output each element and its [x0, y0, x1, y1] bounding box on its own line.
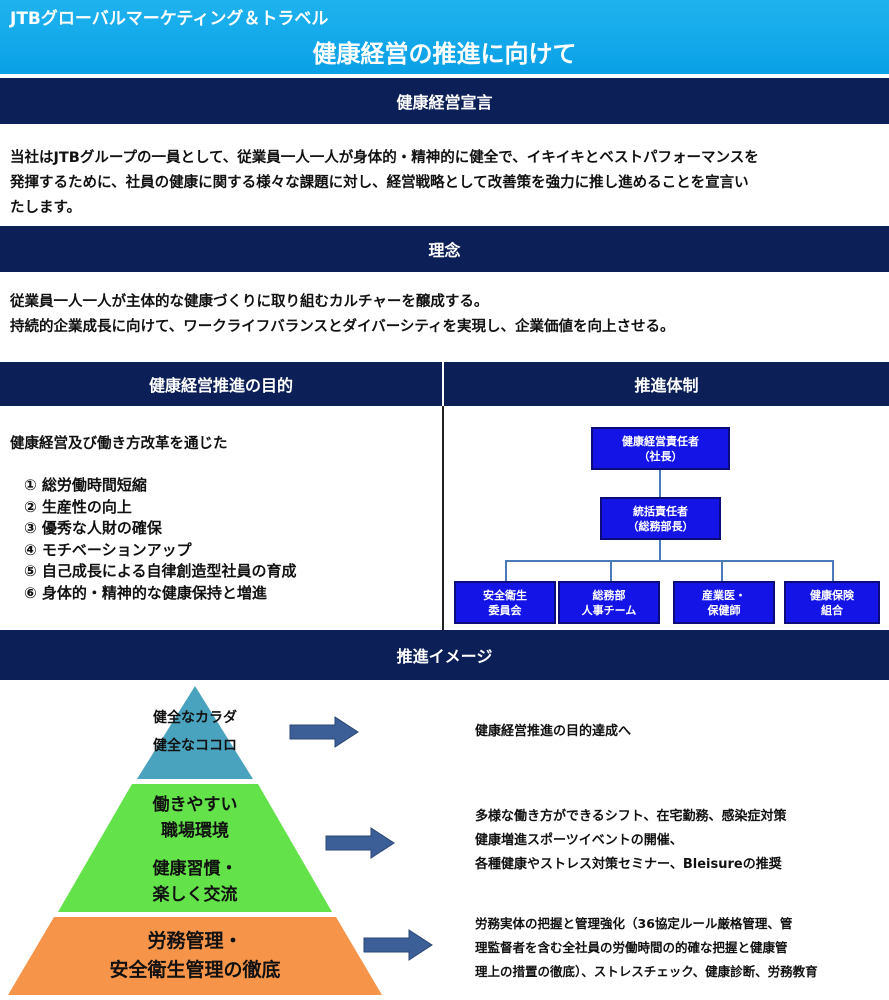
goal-item: ③ 優秀な人財の確保 [24, 519, 162, 537]
description-middle: 多様な働き方ができるシフト、在宅勤務、感染症対策 健康増進スポーツイベントの開催… [475, 805, 786, 877]
goal-list: ① 総労働時間短縮 ② 生産性の向上 ③ 優秀な人財の確保 ④ モチベーションア… [24, 475, 296, 604]
org-connector [610, 560, 612, 582]
arrow-right-icon [325, 827, 395, 859]
arrow-right-icon [363, 929, 433, 961]
purpose-heading-text: 健康経営推進の目的 [148, 376, 293, 395]
tier-bottom-label: 労務管理・ 安全衛生管理の徹底 [45, 927, 345, 985]
org-box-label: 健康保険 [810, 588, 854, 602]
goal-item: ① 総労働時間短縮 [24, 476, 147, 494]
pyramid-tier-bottom [8, 917, 382, 995]
org-box-general-manager: 統括責任者 （総務部長） [600, 497, 721, 540]
structure-heading: 推進体制 [444, 362, 889, 406]
org-connector [659, 540, 661, 560]
org-connector [721, 560, 723, 582]
goal-item: ④ モチベーションアップ [24, 540, 192, 559]
tier-label-line: 健全なココロ [153, 738, 237, 754]
column-divider [442, 406, 444, 630]
tier-label-line: 働きやすい [152, 795, 238, 815]
page-title: 健康経営の推進に向けて [312, 40, 577, 68]
description-line: 多様な働き方ができるシフト、在宅勤務、感染症対策 [475, 809, 787, 824]
philosophy-heading: 理念 [0, 226, 889, 272]
description-line: 労務実体の把握と管理強化（36協定ルール厳格管理、管 [475, 916, 793, 931]
company-name: JTBグローバルマーケティング＆トラベル [10, 9, 329, 29]
declaration-text: 当社はJTBグループの一員として、従業員一人一人が身体的・精神的に健全で、イキイ… [10, 146, 759, 221]
org-box-health-insurance: 健康保険 組合 [784, 581, 880, 624]
pyramid-tier-middle [58, 784, 332, 912]
org-box-safety-committee: 安全衛生 委員会 [454, 581, 556, 624]
image-heading: 推進イメージ [0, 630, 889, 680]
arrow-right-icon [289, 716, 359, 748]
org-box-industrial-physician: 産業医・ 保健師 [673, 581, 775, 624]
philosophy-line: 持続的企業成長に向けて、ワークライフバランスとダイバーシティを実現し、企業価値を… [10, 319, 675, 335]
tier-middle-label-upper: 働きやすい 職場環境 [95, 792, 295, 844]
description-top: 健康経営推進の目的達成へ [475, 720, 631, 744]
goal-item: ⑥ 身体的・精神的な健康保持と増進 [24, 583, 267, 602]
org-box-label: 総務部 [592, 588, 626, 602]
org-box-sublabel: 保健師 [707, 603, 741, 617]
description-line: 理監督者を含む全社員の労働時間の的確な把握と健康管 [475, 940, 788, 955]
goal-item: ② 生産性の向上 [24, 497, 132, 516]
tier-label-line: 健康習慣・ [152, 859, 238, 879]
declaration-line: たします。 [10, 200, 82, 216]
declaration-heading-text: 健康経営宣言 [396, 93, 493, 112]
purpose-intro: 健康経営及び働き方改革を通じた [10, 436, 228, 452]
org-box-sublabel: （社長） [638, 449, 683, 463]
org-box-label: 健康経営責任者 [622, 434, 699, 448]
org-box-hr-team: 総務部 人事チーム [558, 581, 660, 624]
declaration-line: 当社はJTBグループの一員として、従業員一人一人が身体的・精神的に健全で、イキイ… [10, 150, 759, 166]
org-box-label: 統括責任者 [633, 504, 688, 518]
org-connector [505, 560, 507, 582]
tier-label-line: 楽しく交流 [152, 885, 238, 905]
goal-item: ⑤ 自己成長による自律創造型社員の育成 [24, 562, 297, 580]
declaration-heading: 健康経営宣言 [0, 78, 889, 124]
purpose-heading: 健康経営推進の目的 [0, 362, 442, 406]
org-box-label: 産業医・ [702, 588, 746, 602]
image-heading-text: 推進イメージ [396, 647, 493, 666]
org-box-sublabel: 委員会 [488, 603, 522, 617]
org-box-sublabel: 組合 [821, 603, 843, 617]
pyramid-tier-top [137, 686, 253, 779]
tier-label-line: 職場環境 [161, 821, 229, 841]
org-connector [505, 560, 833, 562]
declaration-line: 発揮するために、社員の健康に関する様々な課題に対し、経営戦略として改善策を強力に… [10, 175, 749, 191]
tier-top-label: 健全なカラダ 健全なココロ [120, 704, 270, 760]
description-line: 理上の措置の徹底）、ストレスチェック、健康診断、労務教育 [475, 964, 818, 979]
description-line: 健康増進スポーツイベントの開催、 [475, 833, 683, 848]
philosophy-text: 従業員一人一人が主体的な健康づくりに取り組むカルチャーを醸成する。 持続的企業成… [10, 290, 675, 340]
header-banner: JTBグローバルマーケティング＆トラベル 健康経営の推進に向けて [0, 0, 889, 74]
philosophy-line: 従業員一人一人が主体的な健康づくりに取り組むカルチャーを醸成する。 [10, 294, 489, 310]
org-connector [659, 470, 661, 498]
org-box-label: 安全衛生 [483, 588, 527, 602]
philosophy-heading-text: 理念 [428, 241, 461, 260]
tier-middle-label-lower: 健康習慣・ 楽しく交流 [95, 856, 295, 908]
description-bottom: 労務実体の把握と管理強化（36協定ルール厳格管理、管 理監督者を含む全社員の労働… [475, 912, 818, 984]
org-connector [832, 560, 834, 582]
org-box-ceo: 健康経営責任者 （社長） [591, 427, 730, 470]
tier-label-line: 健全なカラダ [153, 710, 237, 726]
tier-label-line: 労務管理・ [147, 930, 243, 952]
structure-heading-text: 推進体制 [634, 376, 699, 395]
tier-label-line: 安全衛生管理の徹底 [109, 959, 281, 981]
description-line: 健康経営推進の目的達成へ [475, 724, 632, 739]
org-box-sublabel: 人事チーム [581, 603, 637, 617]
description-line: 各種健康やストレス対策セミナー、Bleisureの推奨 [475, 857, 782, 872]
org-box-sublabel: （総務部長） [627, 519, 694, 533]
pyramid-diagram [8, 686, 433, 995]
